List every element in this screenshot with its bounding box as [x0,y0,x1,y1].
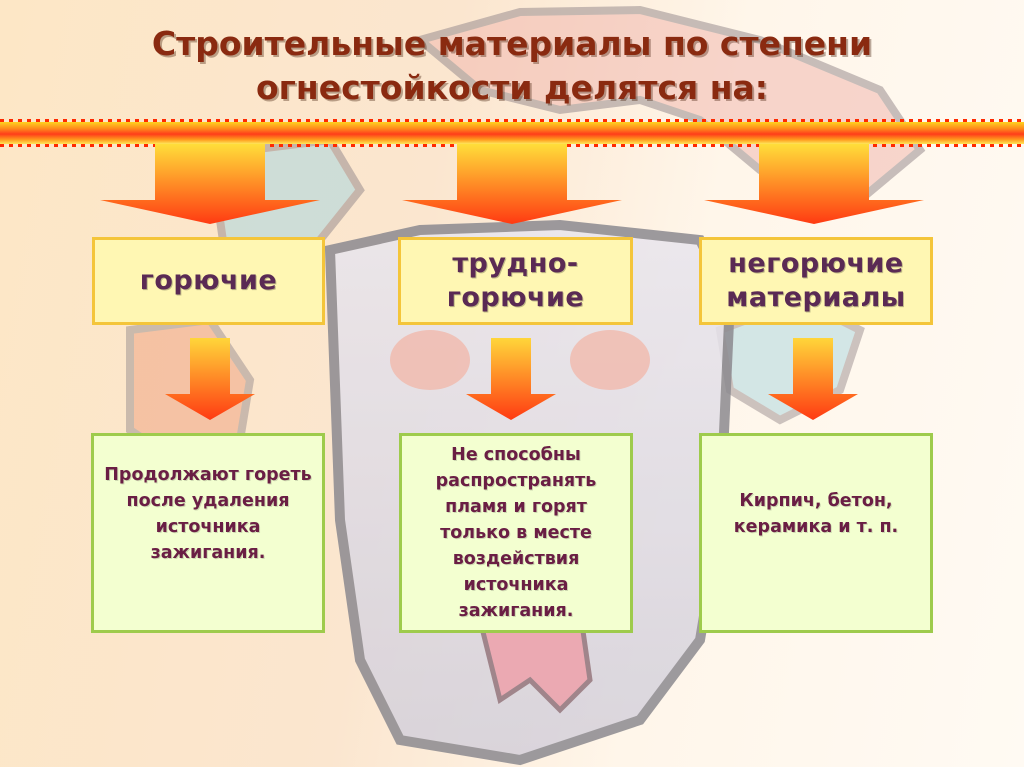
arrow-down-icon [402,144,622,224]
arrow-down-icon [768,338,858,420]
category-label: горючие [139,265,278,296]
title-line-2: огнестойкости делятся на: [256,68,768,107]
category-label: материалы [726,282,906,313]
arrow-down-icon [100,144,320,224]
category-box-hardly-combustible: трудно- горючие [398,237,633,325]
slide-title: Строительные материалы по степени огнест… [40,22,984,110]
description-text: Не способны распространять пламя и горят… [435,445,597,621]
category-label: трудно- [452,248,579,279]
description-box-noncombustible: Кирпич, бетон, керамика и т. п. [699,433,933,633]
description-text: Кирпич, бетон, керамика и т. п. [733,491,899,537]
category-label: горючие [446,282,585,313]
category-box-noncombustible: негорючие материалы [699,237,933,325]
category-box-combustible: горючие [92,237,325,325]
description-box-combustible: Продолжают гореть после удаления источни… [91,433,325,633]
description-box-hardly-combustible: Не способны распространять пламя и горят… [399,433,633,633]
arrow-down-icon [466,338,556,420]
flame-divider [0,119,1024,147]
category-label: негорючие [728,248,904,279]
arrow-down-icon [165,338,255,420]
description-text: Продолжают гореть после удаления источни… [104,465,312,563]
arrow-down-icon [704,144,924,224]
title-line-1: Строительные материалы по степени [151,24,873,63]
